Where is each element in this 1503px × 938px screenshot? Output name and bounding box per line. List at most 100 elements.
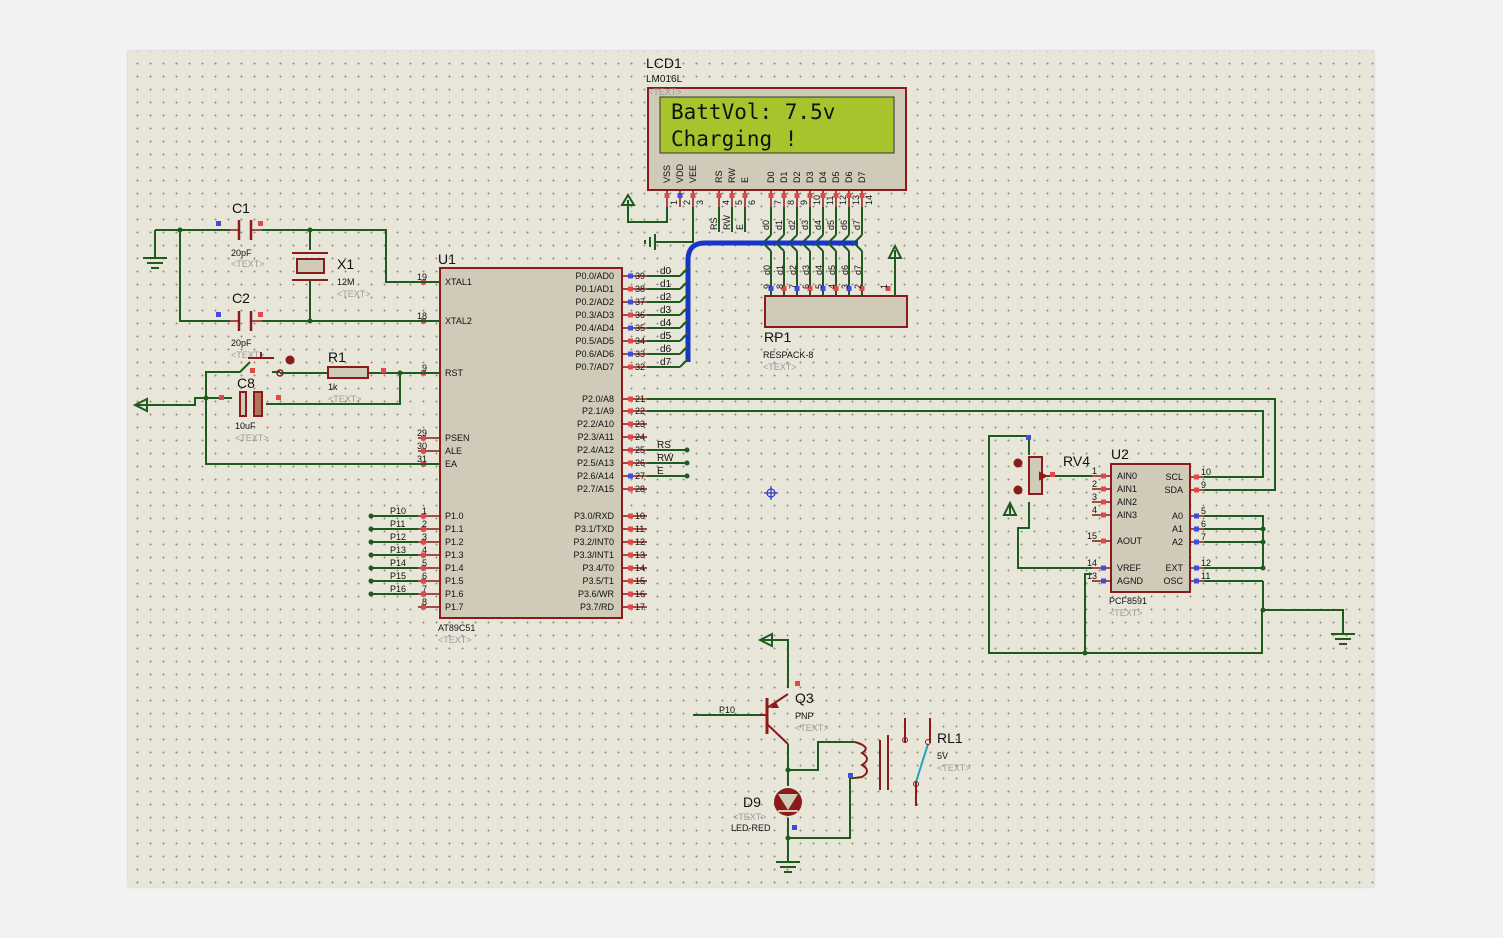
u1-pin-number: 8 — [422, 597, 427, 607]
lcd1[interactable]: BattVol: 7.5v Charging ! LCD1 LM016L <TE… — [646, 55, 907, 244]
lcd-net-label: d5 — [826, 220, 836, 230]
svg-text:<TEXT>: <TEXT> — [328, 394, 362, 404]
rp1-pin-number: 5 — [814, 284, 824, 289]
lcd-pin-label: D7 — [857, 171, 867, 183]
lcd-pin-label: D5 — [831, 171, 841, 183]
u1-pin-number: 29 — [417, 428, 427, 438]
u1-pin-number: 31 — [417, 454, 427, 464]
svg-text:<TEXT>: <TEXT> — [795, 723, 829, 733]
scl-sda-wire-2 — [647, 410, 1264, 478]
vref-wire — [1017, 502, 1092, 569]
u1-pin-label: P1.0 — [445, 511, 464, 521]
rp1-power-arrow — [887, 243, 903, 259]
u1-pin-label: P2.1/A9 — [582, 406, 614, 416]
rv4-potentiometer[interactable]: RV4 — [1013, 435, 1091, 495]
svg-text:10uF: 10uF — [235, 421, 256, 431]
svg-text:7: 7 — [1201, 532, 1206, 542]
rp1-pin-number: 4 — [827, 284, 837, 289]
p1-net-label: P13 — [390, 545, 406, 555]
svg-text:10: 10 — [1201, 467, 1211, 477]
svg-text:PNP: PNP — [795, 711, 814, 721]
c8[interactable]: C8 10uF <TEXT> — [219, 375, 281, 443]
u1-pin-number: 30 — [417, 441, 427, 451]
u1-pin-label: P2.2/A10 — [577, 419, 614, 429]
data-bus — [685, 240, 858, 362]
u1-pin-number: 18 — [417, 311, 427, 321]
u2-address-ground-wires — [1204, 515, 1344, 634]
svg-text:<TEXT>: <TEXT> — [337, 289, 371, 299]
u1-pin-number: 16 — [635, 589, 645, 599]
c2[interactable]: C2 20pF <TEXT> — [216, 290, 265, 360]
lcd-vss-wire — [627, 200, 668, 223]
u1-pin-label: P3.1/TXD — [575, 524, 615, 534]
u1-pin-label: PSEN — [445, 433, 470, 443]
lcd-pin-number: 12 — [838, 195, 848, 205]
u1-pin-number: 5 — [422, 558, 427, 568]
rp1[interactable]: RP1 RESPACK-8 <TEXT> 9d08d17d26d35d44d53… — [762, 265, 908, 372]
lcd-net-label: E — [735, 224, 745, 230]
svg-text:C8: C8 — [237, 375, 255, 391]
u1-pin-number: 15 — [635, 576, 645, 586]
p2-net-label: RW — [657, 453, 674, 464]
lcd-pin-label: D2 — [792, 171, 802, 183]
lcd-net-label: RW — [722, 215, 732, 230]
svg-text:C1: C1 — [232, 200, 250, 216]
p0-net-label: d2 — [660, 292, 672, 303]
svg-text:U2: U2 — [1111, 446, 1129, 462]
rp1-net-label: d3 — [801, 265, 811, 275]
svg-text:AIN0: AIN0 — [1117, 471, 1137, 481]
lcd-pin-number: 1 — [669, 200, 679, 205]
svg-text:SCL: SCL — [1165, 472, 1183, 482]
svg-text:12: 12 — [1201, 558, 1211, 568]
svg-text:A2: A2 — [1172, 537, 1183, 547]
u1-pin-label: XTAL1 — [445, 277, 472, 287]
p0-net-label: d6 — [660, 344, 672, 355]
r1[interactable]: R1 1k <TEXT> — [327, 349, 386, 404]
lcd-pin-label: VSS — [662, 165, 672, 183]
u1-pin-number: 37 — [635, 297, 645, 307]
p0-net-label: d5 — [660, 331, 672, 342]
svg-text:LED-RED: LED-RED — [731, 823, 771, 833]
reset-button[interactable] — [248, 352, 295, 377]
p0-net-label: d4 — [660, 318, 672, 329]
u1-pin-number: 39 — [635, 271, 645, 281]
lcd-net-label: d6 — [839, 220, 849, 230]
u1-pin-number: 27 — [635, 471, 645, 481]
svg-text:1: 1 — [1092, 466, 1097, 476]
p1-net-label: P12 — [390, 532, 406, 542]
u1-pin-number: 3 — [422, 532, 427, 542]
u1-pin-number: 21 — [635, 394, 645, 404]
lcd-net-label: d3 — [800, 220, 810, 230]
power-arrow-left — [132, 397, 148, 413]
u1-pin-label: P0.5/AD5 — [575, 336, 614, 346]
lcd-net-label: d4 — [813, 220, 823, 230]
d9-led[interactable]: D9 <TEXT> LED-RED — [731, 788, 802, 833]
u1-pin-number: 35 — [635, 323, 645, 333]
svg-text:AIN1: AIN1 — [1117, 484, 1137, 494]
x1-crystal[interactable]: X1 12M <TEXT> — [292, 252, 371, 299]
rl1-relay[interactable]: RL1 5V <TEXT> — [848, 718, 971, 806]
svg-text:RL1: RL1 — [937, 730, 963, 746]
q3-transistor[interactable]: Q3 PNP <TEXT> — [760, 681, 829, 745]
rp1-net-label: d7 — [853, 265, 863, 275]
u1-pin-label: P2.5/A13 — [577, 458, 614, 468]
svg-text:D9: D9 — [743, 794, 761, 810]
lcd-pin-number: 3 — [695, 200, 705, 205]
svg-text:AIN2: AIN2 — [1117, 497, 1137, 507]
u1-pin-label: P1.6 — [445, 589, 464, 599]
u1-pin-number: 25 — [635, 445, 645, 455]
lcd-gnd-symbol — [644, 234, 656, 250]
lcd-ref: LCD1 — [646, 55, 682, 71]
u1-pin-number: 10 — [635, 511, 645, 521]
p0-net-label: d1 — [660, 279, 672, 290]
lcd-line-2: Charging ! — [671, 127, 797, 151]
u1-pin-number: 32 — [635, 362, 645, 372]
p0-net-label: d3 — [660, 305, 672, 316]
lcd-pin-label: D1 — [779, 171, 789, 183]
c1[interactable]: C1 20pF <TEXT> — [216, 200, 265, 269]
u1-pin-label: P3.0/RXD — [574, 511, 615, 521]
svg-text:AOUT: AOUT — [1117, 536, 1143, 546]
